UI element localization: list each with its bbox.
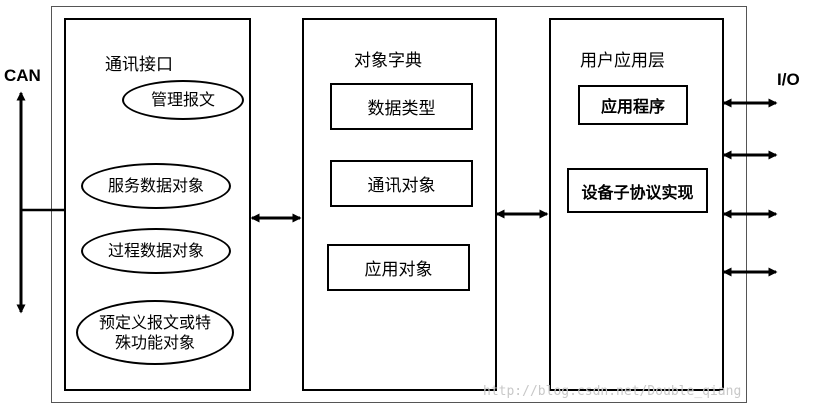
application-program-box: 应用程序 — [578, 85, 688, 125]
device-profile-box: 设备子协议实现 — [567, 168, 708, 213]
comm-interface-title: 通讯接口 — [105, 55, 173, 75]
application-object-box: 应用对象 — [327, 244, 470, 291]
device-profile-label: 设备子协议实现 — [581, 182, 694, 202]
object-dictionary-title: 对象字典 — [354, 51, 422, 71]
outer-frame — [51, 6, 747, 403]
management-message-ellipse: 管理报文 — [122, 80, 244, 120]
user-application-title: 用户应用层 — [580, 51, 665, 71]
special-function-ellipse: 预定义报文或特 殊功能对象 — [76, 300, 234, 365]
can-label: CAN — [4, 66, 41, 85]
sdo-label: 服务数据对象 — [107, 176, 204, 195]
comm-object-label: 通讯对象 — [367, 176, 436, 196]
special-function-label-line2: 殊功能对象 — [114, 332, 195, 352]
application-program-label: 应用程序 — [600, 97, 665, 116]
management-message-label: 管理报文 — [150, 90, 215, 109]
io-label: I/O — [777, 70, 800, 89]
application-object-label: 应用对象 — [364, 260, 433, 280]
sdo-ellipse: 服务数据对象 — [81, 163, 231, 209]
pdo-label: 过程数据对象 — [107, 241, 204, 260]
data-type-box: 数据类型 — [330, 83, 473, 130]
pdo-ellipse: 过程数据对象 — [81, 228, 231, 274]
comm-object-box: 通讯对象 — [330, 160, 473, 207]
special-function-label-line1: 预定义报文或特 — [98, 312, 211, 332]
data-type-label: 数据类型 — [367, 99, 436, 119]
watermark-text: http://blog.csdn.net/Double_qiang — [483, 384, 742, 399]
